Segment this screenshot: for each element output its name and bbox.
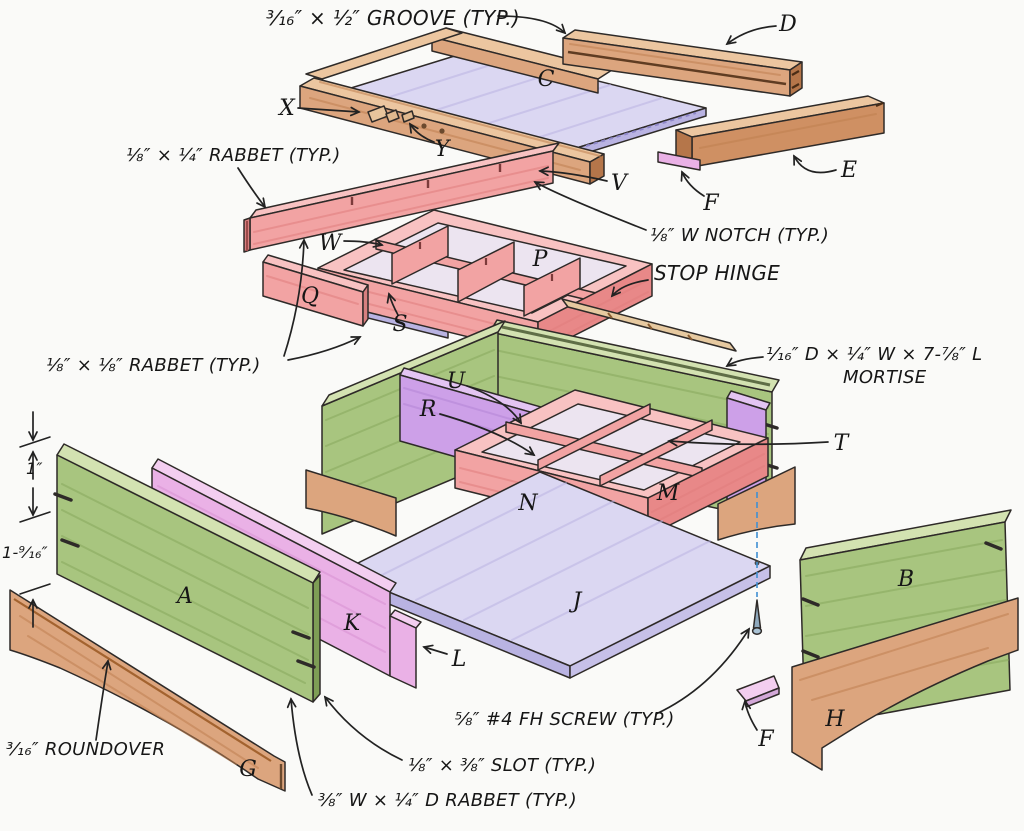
label-part-d: D	[778, 12, 797, 37]
tray-cross-divider	[457, 241, 515, 303]
label-part-l: L	[451, 647, 467, 672]
arrow-roundover	[95, 659, 112, 741]
callout-stop-hinge: STOP HINGE	[654, 261, 780, 285]
arrow-screw	[655, 627, 751, 715]
callout-rabbet-bottom: ⅜″ W × ¼″ D RABBET (TYP.)	[318, 790, 577, 811]
callout-mortise-dims: ¹⁄₁₆″ D × ¼″ W × 7-⅞″ L	[766, 344, 982, 365]
part-j-bottom	[339, 471, 771, 679]
hinge-pin-hole	[439, 128, 445, 134]
part-g-rail	[9, 589, 286, 792]
label-part-k: K	[343, 611, 362, 636]
arrow-w	[343, 238, 384, 248]
label-part-n: N	[517, 491, 538, 516]
dimension-nine-sixteenths: 1-⁹⁄₁₆″	[2, 543, 48, 562]
arrow-r	[439, 413, 536, 457]
label-part-b: B	[897, 567, 914, 592]
arrow-u	[466, 385, 523, 425]
label-part-m: M	[656, 481, 680, 506]
label-part-p: P	[532, 247, 549, 272]
arrow-v	[538, 166, 608, 182]
label-part-f2: F	[757, 727, 774, 752]
label-part-c: C	[538, 67, 555, 92]
tray-cross-divider	[391, 225, 449, 285]
callout-arrows	[95, 15, 837, 796]
lid-frame-left-rail	[305, 27, 463, 80]
label-part-w: W	[319, 231, 344, 256]
dimension-one-inch: 1″	[26, 459, 43, 478]
fh-screw	[751, 599, 763, 635]
exploded-left-parts	[9, 443, 422, 792]
arrow-notch	[533, 181, 647, 231]
callout-texts: ³⁄₁₆″ × ½″ GROOVE (TYP.) ⅛″ × ¼″ RABBET …	[2, 6, 982, 811]
label-part-a: A	[175, 584, 193, 609]
arrow-rabbet-tiny-1	[283, 238, 309, 357]
part-a-panel	[53, 443, 321, 703]
tray-cross-divider	[537, 403, 651, 471]
arrow-stop-hinge	[610, 279, 649, 298]
part-h-rail	[791, 597, 1019, 771]
arrow-rabbet-small	[237, 167, 267, 209]
part-f-glue-block	[736, 675, 780, 708]
hinge-pins	[367, 105, 415, 123]
callout-roundover: ³⁄₁₆″ ROUNDOVER	[6, 739, 165, 760]
label-part-u: U	[447, 369, 467, 394]
label-part-y: Y	[435, 137, 452, 162]
callout-groove: ³⁄₁₆″ × ½″ GROOVE (TYP.)	[266, 6, 520, 30]
label-part-v: V	[611, 171, 629, 196]
arrow-slot	[323, 695, 403, 761]
roundover-line	[13, 598, 272, 762]
arrow-rabbet-tiny-2	[287, 336, 362, 361]
box-assembly	[305, 319, 796, 679]
label-part-f: F	[702, 191, 719, 216]
arrow-s	[386, 292, 399, 316]
part-q-rail	[262, 254, 369, 327]
arrow-groove	[497, 15, 567, 35]
arrow-y	[408, 122, 435, 143]
callout-notch: ⅛″ W NOTCH (TYP.)	[650, 225, 829, 246]
groove-line	[567, 50, 787, 86]
arrow-f-top	[680, 170, 705, 197]
arrow-t	[667, 436, 829, 447]
label-part-e: E	[840, 158, 857, 183]
label-part-g: G	[239, 757, 257, 782]
label-part-q: Q	[301, 284, 319, 309]
callout-rabbet-tiny: ⅛″ × ⅛″ RABBET (TYP.)	[46, 355, 261, 376]
callout-slot: ⅛″ × ⅜″ SLOT (TYP.)	[408, 755, 596, 776]
lid-rail-e	[675, 95, 885, 168]
callout-mortise-word: MORTISE	[843, 367, 927, 388]
arrow-l	[422, 644, 448, 655]
arrow-x	[297, 106, 361, 117]
label-part-t: T	[834, 431, 851, 456]
base-foot-left	[305, 469, 397, 537]
lid-rail-d	[562, 29, 803, 97]
label-part-h: H	[824, 707, 845, 732]
callout-screw: ⅝″ #4 FH SCREW (TYP.)	[455, 709, 675, 730]
dimension-lines	[19, 411, 51, 628]
label-part-r: R	[419, 397, 437, 422]
arrow-rabbet-bottom	[286, 697, 313, 796]
arrow-mortise	[725, 356, 764, 368]
part-f-strip	[657, 151, 701, 171]
part-l-strip	[389, 609, 422, 689]
exploded-right-parts	[736, 509, 1019, 771]
callout-rabbet-small: ⅛″ × ¼″ RABBET (TYP.)	[126, 145, 341, 166]
label-part-j: J	[569, 589, 583, 614]
label-part-x: X	[277, 96, 296, 121]
label-part-s: S	[392, 312, 407, 337]
arrow-e	[793, 154, 837, 174]
tray-cross-divider	[523, 257, 581, 317]
through-slots	[53, 492, 316, 669]
through-slots	[801, 541, 1003, 659]
stop-hinge-strip	[561, 298, 737, 352]
part-letters: C D E F X Y V W P Q S U R T M N A K L J …	[175, 12, 914, 782]
part-v-rail	[243, 142, 560, 253]
hinge-pin-hole	[421, 123, 427, 129]
mortise-groove	[501, 325, 771, 387]
arrow-f-bottom	[741, 699, 758, 731]
arrow-d	[725, 25, 777, 46]
notch-marks	[350, 164, 502, 205]
